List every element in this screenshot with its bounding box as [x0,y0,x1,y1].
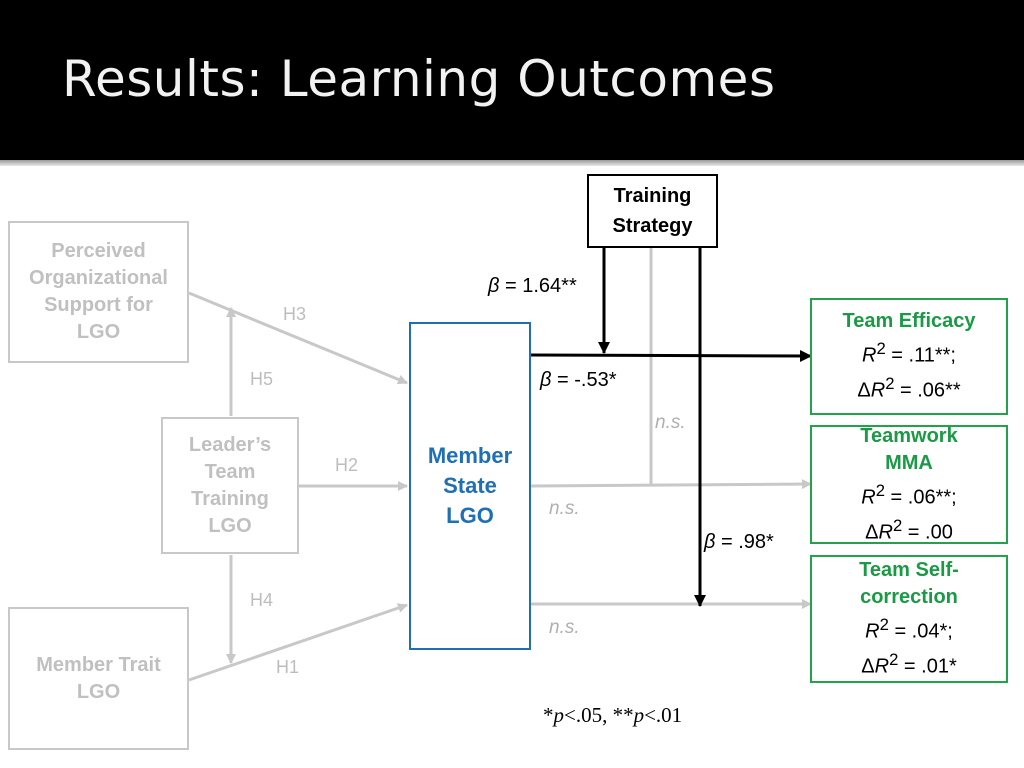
outcome-title: Teamwork MMA [860,424,958,474]
arrow-h3 [188,291,408,385]
outcome-title: Team Efficacy [842,310,976,333]
box-perceived-org-support: Perceived Organizational Support for LGO [8,221,189,363]
outcome-delta-r2: ΔR2 = .06** [857,374,961,402]
significance-note: *p<.05, **p<.01 [543,703,683,727]
outcome-r2: R2 = .04*; [865,615,953,643]
box-team-self-correction: Team Self- correction R2 = .04*; ΔR2 = .… [810,555,1008,683]
ns-state-to-selfcorrection: n.s. [549,617,580,638]
beta-strategy-to-state: β = 1.64** [488,275,577,297]
label-h4: H4 [250,590,274,610]
box-training-strategy: Training Strategy [587,174,718,248]
arrow-state-to-efficacy [530,349,812,362]
slide-title: Results: Learning Outcomes [62,50,776,108]
box-leader-team-training: Leader’s Team Training LGO [161,417,299,554]
ns-strategy-to-mma: n.s. [655,412,686,433]
arrow-h1 [188,603,408,682]
label-h3: H3 [283,304,307,324]
outcome-r2: R2 = .06**; [861,480,957,509]
beta-state-to-efficacy: β = -.53* [540,369,617,391]
label-h2: H2 [335,455,359,475]
box-member-state: Member State LGO [409,322,531,650]
header-divider [0,160,1024,166]
slide-header [0,0,1024,160]
beta-strategy-to-selfcorrection: β = .98* [704,531,774,553]
outcome-title: Team Self- correction [859,559,959,609]
box-member-trait: Member Trait LGO [8,607,189,750]
outcome-delta-r2: ΔR2 = .01* [861,650,957,678]
label-h1: H1 [276,657,300,677]
label-h5: H5 [250,369,274,389]
arrow-state-to-mma [530,479,812,490]
outcome-delta-r2: ΔR2 = .00 [865,515,953,544]
box-teamwork-mma: Teamwork MMA R2 = .06**; ΔR2 = .00 [810,425,1008,544]
outcome-r2: R2 = .11**; [862,339,956,367]
ns-state-to-mma: n.s. [549,498,580,519]
box-team-efficacy: Team Efficacy R2 = .11**; ΔR2 = .06** [810,298,1008,415]
